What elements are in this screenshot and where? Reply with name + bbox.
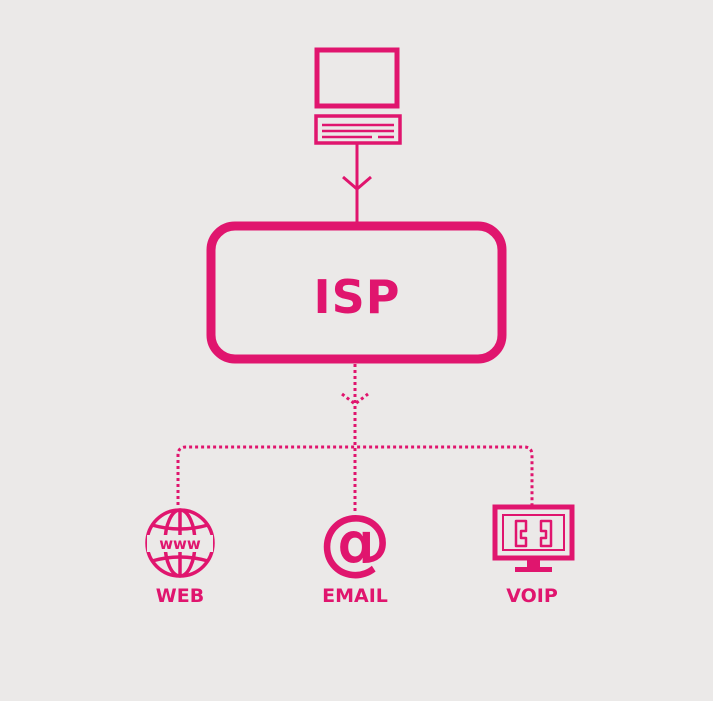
www-icon-text: www	[159, 535, 201, 553]
desktop-computer-icon	[314, 47, 402, 145]
isp-box	[206, 221, 507, 364]
phone-monitor-icon	[492, 504, 575, 572]
email-label: EMAIL	[322, 585, 388, 607]
www-globe-icon: www	[145, 508, 215, 578]
isp-label: ISP	[313, 270, 401, 324]
at-sign-icon: @	[319, 499, 391, 583]
connector-isp-to-services	[176, 364, 534, 511]
connector-computer-to-isp	[342, 143, 372, 224]
web-label: WEB	[155, 585, 205, 607]
voip-label: VOIP	[506, 585, 558, 607]
